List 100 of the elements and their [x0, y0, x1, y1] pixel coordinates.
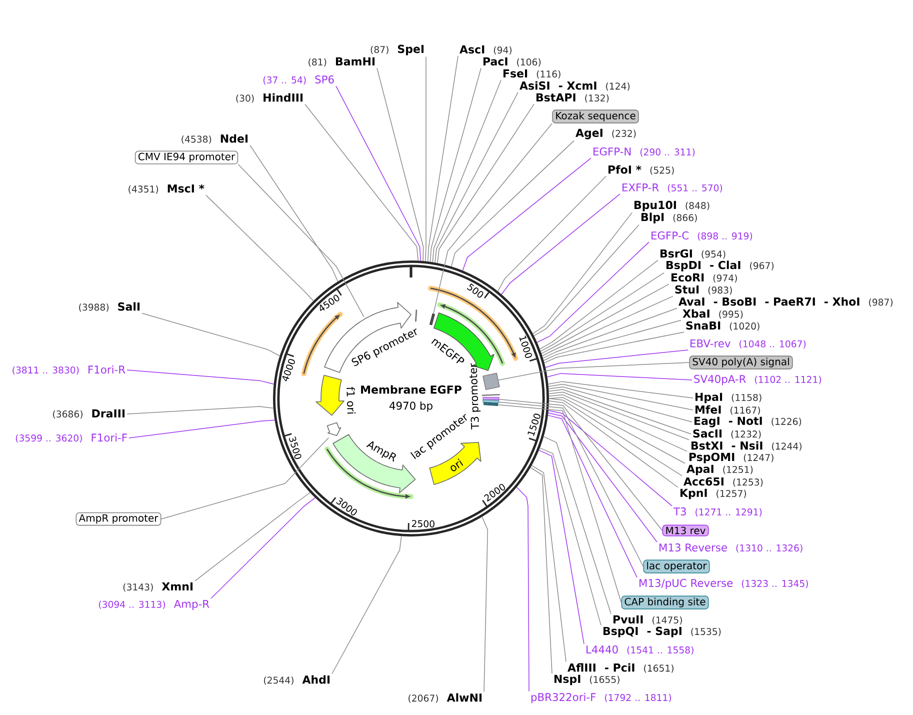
feature-bar — [482, 397, 500, 400]
scale-label: 3500 — [289, 436, 302, 459]
scale-label: 2500 — [412, 520, 434, 528]
site-label: (81) BamHI — [308, 57, 375, 67]
site-label: Bpu10I (848) — [634, 200, 710, 212]
leader-line — [532, 212, 632, 334]
leader-line — [530, 467, 552, 674]
site-label: (3686) DraIII — [53, 409, 125, 419]
site-label: EagI - NotI (1226) — [694, 416, 802, 428]
feature-bar — [482, 400, 500, 404]
site-label: NspI (1655) — [554, 674, 620, 686]
leader-line — [548, 397, 686, 464]
leader-line — [534, 224, 640, 336]
leader-line — [548, 392, 690, 440]
site-label: (4538) NdeI — [182, 134, 248, 144]
leader-line — [482, 516, 488, 692]
leader-line — [304, 104, 419, 262]
leader-line — [462, 158, 592, 271]
site-label: PfoI * (525) — [608, 165, 674, 175]
site-label: XbaI (995) — [682, 309, 743, 319]
site-label: AgeI (232) — [576, 128, 636, 140]
leader-line — [548, 414, 638, 578]
site-label: (3143) XmnI — [123, 582, 193, 592]
leader-line — [336, 86, 421, 262]
site-label: Acc65I (1253) — [684, 477, 763, 487]
primer-label: (3599 .. 3620) F1ori-F — [16, 433, 127, 443]
site-label: SacII (1232) — [693, 429, 761, 439]
leader-line — [194, 492, 310, 582]
scale-label: 500 — [467, 283, 484, 298]
leader-line — [540, 272, 664, 352]
leader-line — [436, 104, 534, 264]
site-label: HpaI (1158) — [695, 392, 762, 404]
primer-label: T3 (1271 .. 1291) — [673, 507, 762, 517]
leader-line — [160, 437, 330, 520]
leader-line — [210, 497, 316, 599]
primer-label: EGFP-C (898 .. 919) — [652, 231, 752, 241]
leader-line — [142, 312, 280, 356]
leader-line — [433, 122, 553, 314]
scale-label: 1000 — [519, 336, 532, 358]
leader-line — [432, 80, 502, 263]
leader-line — [430, 68, 482, 262]
scale-label: 4000 — [282, 359, 295, 382]
site-label: (2067) AlwNI — [408, 693, 482, 703]
leader-line — [548, 398, 682, 476]
leader-line — [531, 465, 566, 662]
leader-line — [126, 370, 274, 384]
leader-line — [548, 381, 694, 398]
leader-line — [250, 144, 338, 282]
site-label: AflIII - PciI (1651) — [568, 663, 674, 673]
leader-line — [548, 384, 694, 410]
scale-label: 1500 — [528, 414, 540, 436]
site-label: (87) SpeI — [370, 44, 424, 56]
site-label: KpnI (1257) — [680, 488, 746, 500]
leader-line — [539, 260, 658, 350]
leader-line — [542, 296, 674, 356]
primer-label: SV40pA-R (1102 .. 1121) — [694, 374, 822, 386]
feature-bar — [483, 402, 498, 406]
site-label: AvaI - BsoBI - PaeR7I - XhoI (987) — [678, 297, 893, 307]
leader-line — [548, 389, 692, 434]
primer-label: EXFP-R (551 .. 570) — [622, 184, 722, 192]
leader-line — [541, 284, 670, 354]
node-label: f1 ori — [346, 386, 356, 414]
leader-line — [126, 406, 274, 414]
leader-line — [206, 194, 314, 302]
site-label: FseI (116) — [503, 69, 560, 79]
site-label: ApaI (1251) — [686, 464, 753, 476]
leader-line — [434, 92, 518, 263]
site-label: (4351) MscI * — [128, 184, 204, 194]
leader-line — [498, 404, 622, 603]
leader-line — [548, 410, 672, 506]
leader-line — [546, 373, 692, 380]
leader-line — [548, 400, 678, 488]
site-label: PacI (106) — [483, 57, 541, 67]
primer-label: (3811 .. 3830) F1ori-R — [12, 365, 126, 375]
site-label: BstXI - NsiI (1244) — [691, 441, 802, 451]
leader-line — [538, 450, 584, 644]
feature-segment: f1 ori — [316, 374, 356, 416]
leader-line — [332, 536, 402, 674]
leader-line — [501, 194, 620, 295]
feature-tag: Kozak sequence — [552, 110, 639, 124]
feature-tag: M13 rev — [662, 524, 709, 536]
site-label: MfeI (1167) — [695, 405, 760, 415]
site-label: BsrGI (954) — [660, 249, 726, 259]
leader-line — [539, 448, 602, 626]
primer-label: pBR322ori-F (1792 .. 1811) — [531, 692, 672, 704]
site-label: StuI (983) — [675, 285, 732, 295]
site-label: (2544) AhdI — [264, 675, 330, 685]
feature-tag: SV40 poly(A) signal — [689, 356, 793, 370]
leader-line — [425, 56, 426, 262]
leader-line — [548, 394, 688, 452]
leader-line — [450, 140, 574, 267]
feature-tag: CMV IE94 promoter — [134, 150, 238, 164]
primer-label: EGFP-N (290 .. 311) — [594, 147, 695, 157]
leader-line — [516, 486, 530, 692]
leader-line — [548, 386, 692, 422]
site-label: SnaBI (1020) — [686, 321, 760, 331]
primer-label: M13 Reverse (1310 .. 1326) — [660, 543, 802, 553]
leader-line — [498, 402, 644, 567]
leader-line — [548, 412, 658, 542]
leader-line — [544, 332, 684, 364]
